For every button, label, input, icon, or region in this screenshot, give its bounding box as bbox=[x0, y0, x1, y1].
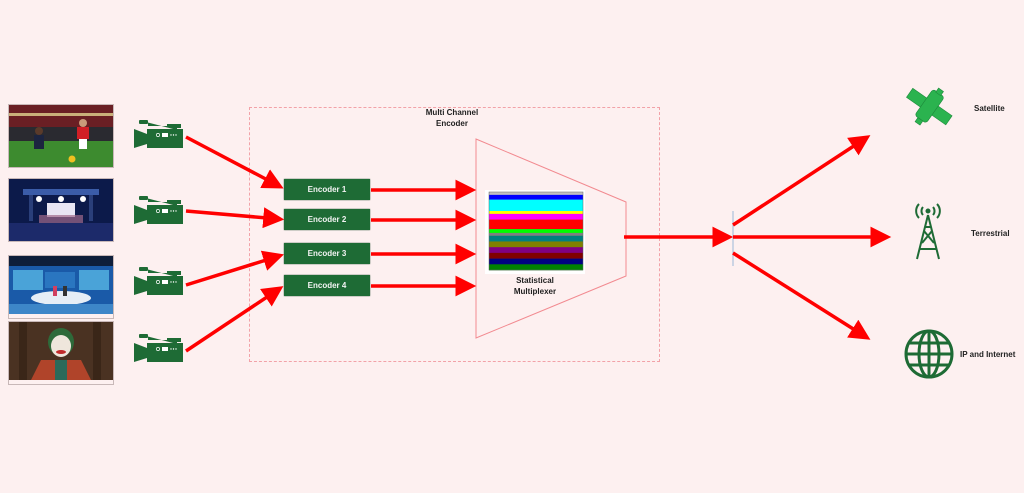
arrow-camera1-encoder1 bbox=[185, 135, 284, 189]
mux-band bbox=[489, 211, 583, 215]
statistical-multiplexer-chart bbox=[485, 190, 585, 274]
video-camera-icon bbox=[134, 120, 190, 152]
mux-chart-axes bbox=[488, 191, 584, 271]
mux-band bbox=[489, 213, 583, 220]
antenna-tower-icon bbox=[913, 203, 943, 261]
mux-band bbox=[489, 229, 583, 234]
output-label-terrestrial: Terrestrial bbox=[971, 229, 1010, 238]
mux-band bbox=[489, 247, 583, 254]
mux-band bbox=[489, 199, 583, 212]
source-thumbnail-football bbox=[8, 104, 114, 168]
arrow-to-satellite bbox=[732, 135, 871, 227]
mux-band bbox=[489, 194, 583, 200]
output-label-satellite: Satellite bbox=[974, 104, 1005, 113]
multiplexer-label: Statistical Multiplexer bbox=[495, 275, 575, 297]
encoder-1-box: Encoder 1 bbox=[284, 179, 370, 200]
arrow-camera4-encoder4 bbox=[185, 286, 284, 353]
mux-band bbox=[489, 241, 583, 248]
video-camera-icon bbox=[134, 196, 190, 228]
output-label-ip-internet: IP and Internet bbox=[960, 350, 1016, 359]
satellite-icon bbox=[903, 84, 955, 130]
frame-label-line1: Multi Channel bbox=[425, 108, 479, 117]
mux-band bbox=[489, 264, 583, 271]
mux-band bbox=[489, 232, 583, 237]
mux-band bbox=[489, 235, 583, 242]
multi-channel-encoder-frame bbox=[249, 107, 660, 362]
arrow-to-ip bbox=[732, 251, 871, 340]
frame-label: Multi Channel Encoder bbox=[412, 107, 492, 129]
multiplexer-label-line2: Multiplexer bbox=[513, 287, 557, 296]
source-thumbnail-movie bbox=[8, 321, 114, 385]
multiplexer-label-line1: Statistical bbox=[516, 276, 554, 285]
video-camera-icon bbox=[134, 267, 190, 299]
mux-band bbox=[489, 258, 583, 265]
arrow-camera3-encoder3 bbox=[185, 250, 285, 287]
globe-icon bbox=[903, 328, 955, 380]
mux-band bbox=[489, 192, 583, 196]
encoder-4-box: Encoder 4 bbox=[284, 275, 370, 296]
mux-band bbox=[489, 219, 583, 230]
frame-label-line2: Encoder bbox=[435, 119, 468, 128]
video-camera-icon bbox=[134, 334, 190, 366]
source-thumbnail-concert bbox=[8, 178, 114, 242]
source-thumbnail-news-studio bbox=[8, 255, 114, 319]
encoder-3-box: Encoder 3 bbox=[284, 243, 370, 264]
multiplexer-outline bbox=[475, 138, 627, 339]
encoder-2-box: Encoder 2 bbox=[284, 209, 370, 230]
arrow-camera2-encoder2 bbox=[185, 207, 285, 229]
mux-band bbox=[489, 252, 583, 259]
